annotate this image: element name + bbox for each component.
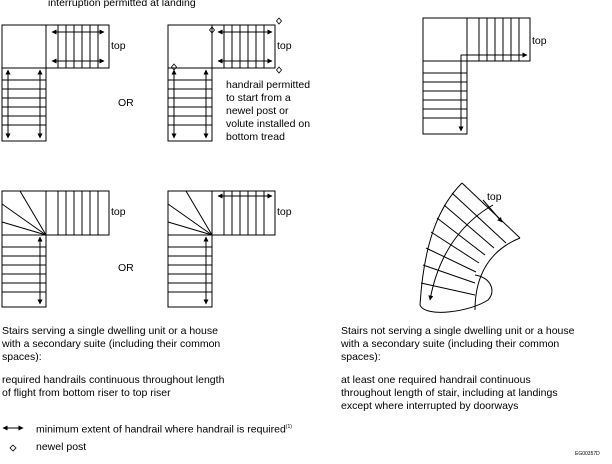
caption-body-line: required handrails continuous throughout…: [2, 374, 225, 386]
top-direction-arrow: [482, 199, 503, 223]
caption-title-line: Stairs not serving a single dwelling uni…: [341, 325, 575, 337]
newel-post-icons: [170, 17, 283, 74]
top-label: top: [111, 40, 126, 52]
handrail-extent-arrows: [5, 29, 105, 139]
top-label: top: [277, 206, 292, 218]
figure-code: EG00357D: [575, 451, 600, 457]
caption-title-line: with a secondary suite (including their …: [2, 338, 221, 350]
handrail-extent-arrow: [428, 204, 494, 301]
or-label: OR: [118, 262, 134, 274]
newel-post-icon: [275, 66, 283, 74]
caption-body-line: throughout length of stair, including at…: [341, 387, 558, 399]
caption-title-line: spaces):: [341, 351, 381, 363]
stair-plan-continuous-landing: [422, 17, 531, 135]
legend-handrail-label: minimum extent of handrail where handrai…: [36, 423, 286, 436]
note-line: newel post or: [226, 105, 289, 117]
caption-title-line: Stairs serving a single dwelling unit or…: [2, 325, 218, 337]
stair-plan-curved: [419, 182, 521, 313]
top-label: top: [277, 40, 292, 52]
stair-plan-newel-start: [167, 17, 283, 142]
note-line: to start from a: [226, 92, 291, 104]
top-label: top: [532, 35, 547, 47]
handrail-extent-arrows: [458, 52, 528, 132]
stair-plan-winders-a: [1, 190, 110, 308]
newel-post-icon: [275, 17, 283, 25]
note-line: bottom tread: [226, 131, 285, 143]
newel-post-icon: [170, 63, 178, 71]
or-label: OR: [118, 97, 134, 109]
top-label: top: [487, 191, 502, 203]
winder-lines: [167, 190, 213, 236]
caption-body-line: of flight from bottom riser to top riser: [2, 387, 171, 399]
note-line: volute installed on: [226, 118, 311, 130]
top-label: top: [111, 206, 126, 218]
handrail-extent-arrows: [171, 29, 273, 139]
caption-body-line: at least one required handrail continuou…: [341, 374, 531, 386]
caption-title-line: with a secondary suite (including their …: [341, 338, 560, 350]
legend-handrail-text: minimum extent of handrail where handrai…: [36, 421, 292, 436]
newel-post-icon: [9, 444, 17, 452]
caption-body-line: except where interrupted by doorways: [341, 400, 519, 412]
stair-plan-interrupted-landing: [1, 24, 110, 142]
treads: [168, 191, 265, 293]
legend-footnote-ref: (1): [285, 424, 292, 430]
newel-post-icon: [208, 26, 216, 34]
treads: [2, 191, 99, 293]
legend-newel-text: newel post: [36, 441, 87, 453]
winder-lines: [1, 190, 47, 236]
stair-plan-winders-b: [167, 190, 276, 308]
top-caption: interruption permitted at landing: [48, 0, 196, 9]
treads-horizontal: [423, 18, 520, 119]
caption-title-line: spaces):: [2, 351, 42, 363]
note-line: handrail permitted: [226, 79, 311, 91]
curved-treads: [420, 192, 507, 296]
treads-horizontal: [2, 25, 99, 126]
